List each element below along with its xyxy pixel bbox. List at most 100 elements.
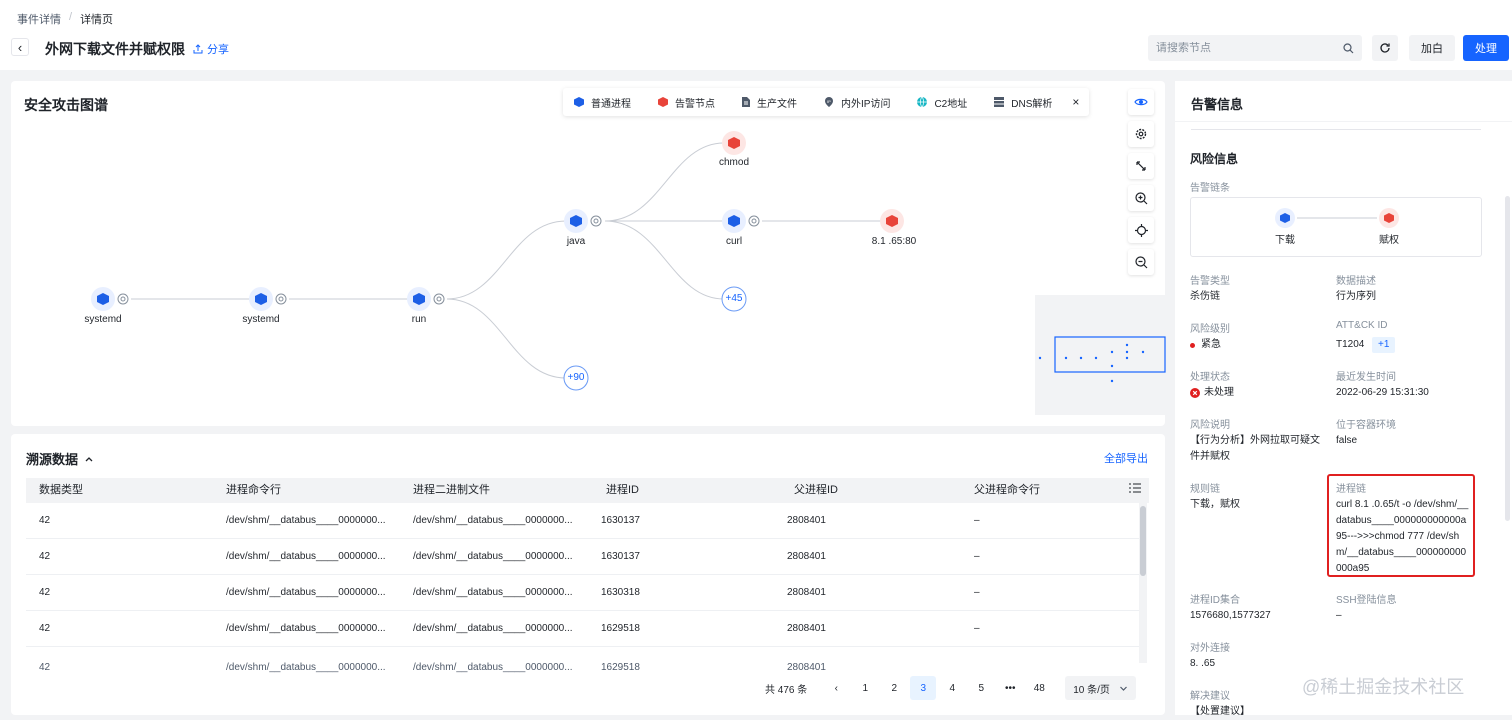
export-all-link[interactable]: 全部导出	[1104, 453, 1148, 465]
alert-panel-scrollbar[interactable]	[1505, 196, 1510, 521]
table-row[interactable]: 42 /dev/shm/__databus____0000000... /dev…	[26, 647, 1139, 673]
page-3[interactable]: 3	[910, 676, 937, 700]
alert-type-value: 杀伤链	[1190, 291, 1220, 302]
attck-more-badge[interactable]: +1	[1372, 337, 1396, 353]
col-ppid: 父进程ID	[794, 484, 838, 496]
node-systemd-2[interactable]	[249, 287, 287, 311]
node-label-systemd-2: systemd	[242, 314, 280, 325]
eye-icon	[1134, 98, 1148, 106]
graph-title: 安全攻击图谱	[24, 97, 108, 113]
legend-produced-file[interactable]: 生产文件	[741, 95, 797, 110]
page-48[interactable]: 48	[1033, 682, 1045, 694]
node-more-90[interactable]	[563, 365, 589, 391]
search-icon[interactable]	[1343, 42, 1354, 54]
handle-button[interactable]: 处理	[1463, 35, 1509, 61]
node-ip[interactable]	[880, 209, 904, 233]
node-label-more-90: +90	[567, 372, 585, 383]
cell-data-type: 42	[39, 551, 51, 562]
risk-info-heading: 风险信息	[1190, 152, 1239, 166]
zoom-out-button[interactable]	[1128, 249, 1154, 275]
legend-ip-access[interactable]: IP 内外IP访问	[823, 95, 890, 110]
legend-dns[interactable]: DNS解析	[993, 95, 1052, 110]
trace-data-title[interactable]: 溯源数据	[26, 449, 94, 468]
col-pid: 进程ID	[606, 484, 639, 496]
table-scrollbar[interactable]	[1139, 503, 1147, 663]
share-link[interactable]: 分享	[193, 41, 229, 57]
pagination-total: 共 476 条	[765, 684, 808, 696]
chain-node-download[interactable]: 下载	[1275, 235, 1295, 246]
column-settings-icon[interactable]	[1129, 478, 1141, 503]
page-5[interactable]: 5	[978, 682, 985, 694]
breadcrumb-separator: /	[69, 11, 73, 23]
cell-binary: /dev/shm/__databus____0000000...	[413, 623, 573, 634]
cell-cmdline: /dev/shm/__databus____0000000...	[226, 551, 386, 562]
node-systemd-1[interactable]	[91, 287, 129, 311]
table-row[interactable]: 42 /dev/shm/__databus____0000000... /dev…	[26, 503, 1139, 539]
node-label-curl: curl	[725, 236, 743, 247]
page-prev-button[interactable]: ‹	[834, 682, 838, 694]
graph-legend: 普通进程 告警节点 生产文件 IP 内外IP访问 C2地址 DNS解析 ×	[563, 88, 1090, 116]
refresh-button[interactable]	[1372, 35, 1398, 61]
table-row[interactable]: 42 /dev/shm/__databus____0000000... /dev…	[26, 539, 1139, 575]
chain-node-chmod[interactable]: 赋权	[1379, 235, 1399, 246]
legend-alert-node[interactable]: 告警节点	[657, 95, 715, 110]
back-button[interactable]: ‹	[11, 38, 29, 56]
pagination: 共 476 条 ‹ 1 2 3 4 5 ••• 48 10 条/页	[765, 675, 1137, 701]
node-search[interactable]	[1148, 35, 1362, 61]
cell-data-type: 42	[39, 587, 51, 598]
graph-minimap[interactable]	[1035, 295, 1166, 415]
zoom-in-button[interactable]	[1128, 185, 1154, 211]
table-scrollbar-thumb[interactable]	[1140, 506, 1146, 576]
cell-parent-cmdline: –	[974, 623, 980, 634]
node-more-45[interactable]	[721, 286, 747, 312]
legend-label: 告警节点	[675, 98, 715, 110]
page-4[interactable]: 4	[949, 682, 956, 694]
graph-toolbar	[1128, 89, 1158, 281]
advice-value: 【处置建议】	[1190, 706, 1250, 717]
container-label: 位于容器环境	[1336, 420, 1396, 431]
top-bar: 事件详情 / 详情页 ‹ 外网下载文件并赋权限 分享 加白 处理	[0, 0, 1512, 70]
legend-close-icon[interactable]: ×	[1072, 95, 1080, 109]
divider	[1191, 129, 1481, 130]
risk-level-text: 紧急	[1201, 339, 1221, 350]
legend-normal-process[interactable]: 普通进程	[573, 95, 631, 110]
legend-c2-address[interactable]: C2地址	[916, 95, 967, 110]
attck-value: T1204	[1336, 339, 1365, 350]
data-desc-value: 行为序列	[1336, 291, 1376, 302]
advice-label: 解决建议	[1190, 691, 1230, 702]
col-parent-cmdline: 父进程命令行	[974, 484, 1040, 496]
attack-graph-canvas[interactable]	[11, 81, 1165, 426]
page-ellipsis[interactable]: •••	[1004, 682, 1016, 694]
cell-cmdline: /dev/shm/__databus____0000000...	[226, 587, 386, 598]
page-size-select[interactable]: 10 条/页	[1065, 676, 1137, 700]
cell-data-type: 42	[39, 515, 51, 526]
node-java[interactable]	[564, 209, 602, 233]
node-chmod[interactable]	[722, 131, 746, 155]
whitelist-button[interactable]: 加白	[1409, 35, 1455, 61]
page-title: 外网下载文件并赋权限	[45, 41, 185, 57]
locate-button[interactable]	[1128, 217, 1154, 243]
page-1[interactable]: 1	[862, 682, 869, 694]
settings-button[interactable]	[1128, 121, 1154, 147]
file-icon	[742, 97, 750, 107]
status-text: 未处理	[1204, 387, 1234, 398]
node-search-input[interactable]	[1156, 42, 1326, 54]
table-header: 数据类型 进程命令行 进程二进制文件 进程ID 父进程ID 父进程命令行	[26, 478, 1149, 503]
minimap-canvas	[1038, 336, 1166, 383]
legend-label: 普通进程	[591, 98, 631, 110]
node-label-systemd-1: systemd	[84, 314, 122, 325]
node-curl[interactable]	[722, 209, 760, 233]
page-2[interactable]: 2	[891, 682, 898, 694]
node-run[interactable]	[407, 287, 445, 311]
pid-set-value: 1576680,1577327	[1190, 610, 1271, 621]
alert-info-title: 告警信息	[1191, 97, 1244, 112]
table-row[interactable]: 42 /dev/shm/__databus____0000000... /dev…	[26, 575, 1139, 611]
fit-view-button[interactable]	[1128, 153, 1154, 179]
share-icon	[193, 44, 203, 54]
chevron-up-icon[interactable]	[84, 454, 94, 464]
cell-binary: /dev/shm/__databus____0000000...	[413, 587, 573, 598]
share-label: 分享	[207, 44, 229, 56]
breadcrumb-event-detail[interactable]: 事件详情	[17, 14, 61, 26]
table-row[interactable]: 42 /dev/shm/__databus____0000000... /dev…	[26, 611, 1139, 647]
view-button[interactable]	[1128, 89, 1154, 115]
